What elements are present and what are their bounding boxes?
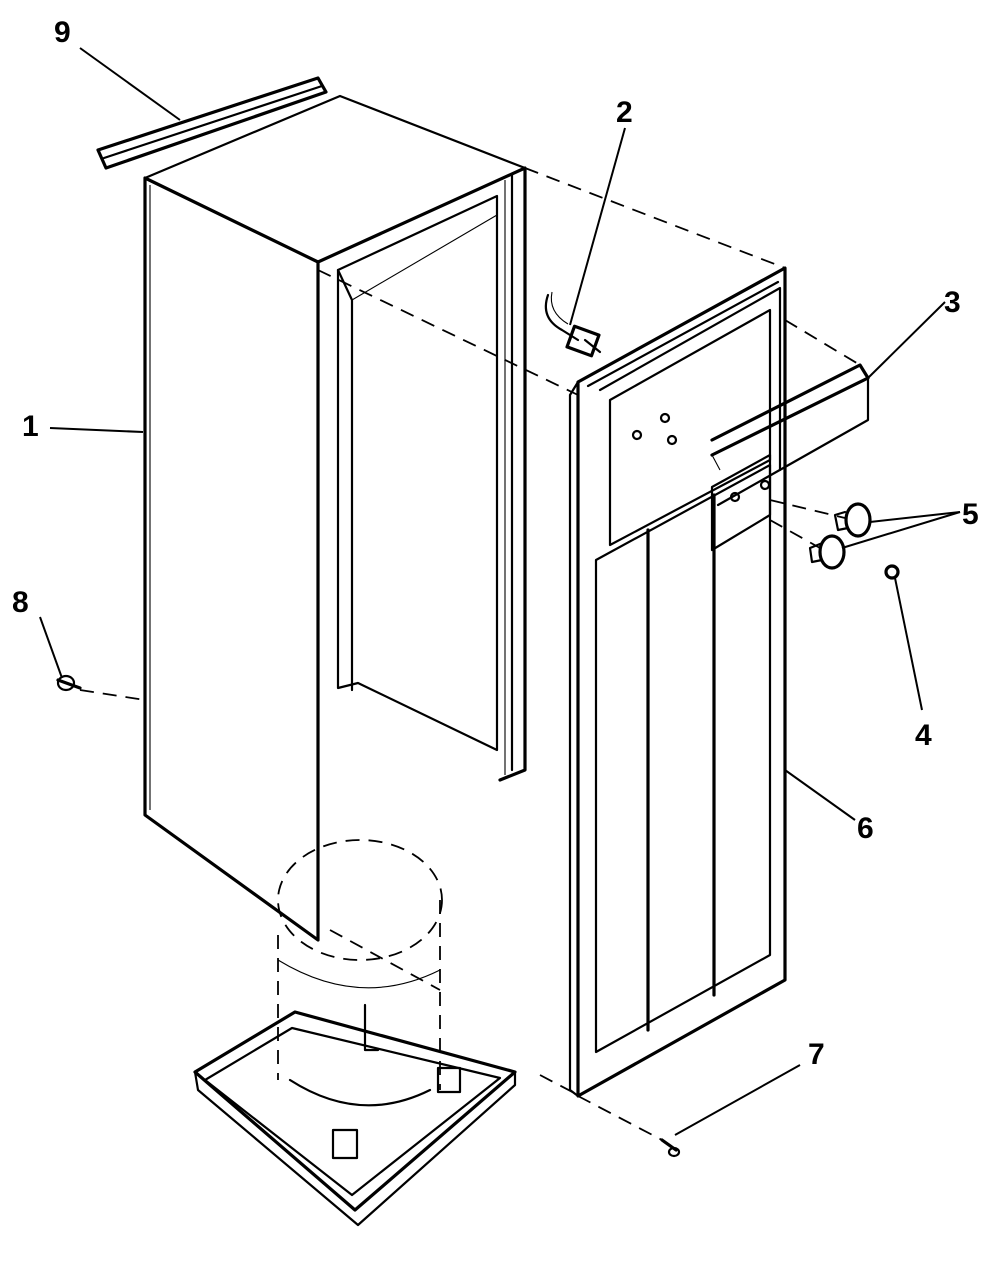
louver-grille <box>594 463 772 1054</box>
screw-part-7 <box>660 1138 681 1158</box>
front-grille-panel <box>568 266 787 1098</box>
callout-6: 6 <box>857 812 874 845</box>
control-cover-plate <box>710 363 870 507</box>
compressor-terminal <box>363 1003 380 1052</box>
compressor-base-assembly <box>193 839 517 1227</box>
callout-1: 1 <box>22 410 39 443</box>
screw-part-4 <box>884 564 900 580</box>
callout-7: 7 <box>808 1038 825 1071</box>
cabinet-side-panel <box>143 176 320 942</box>
callout-4: 4 <box>915 719 932 752</box>
grille-outer-frame <box>576 266 787 1098</box>
callout-2: 2 <box>616 96 633 129</box>
callout-8: 8 <box>12 586 29 619</box>
callout-9: 9 <box>54 16 71 49</box>
wire-connector <box>544 291 602 358</box>
leader-lines <box>39 47 961 1136</box>
top-trim-strip <box>96 76 328 170</box>
cabinet-wrapper <box>143 94 527 942</box>
cabinet-top-panel <box>143 94 527 264</box>
cabinet-front-frame <box>316 166 527 782</box>
cabinet-opening <box>336 194 499 752</box>
callout-3: 3 <box>944 286 961 319</box>
screw-part-8 <box>56 674 82 692</box>
assembly-lines <box>79 167 861 1141</box>
callout-5: 5 <box>962 498 979 531</box>
control-knobs <box>808 502 872 570</box>
